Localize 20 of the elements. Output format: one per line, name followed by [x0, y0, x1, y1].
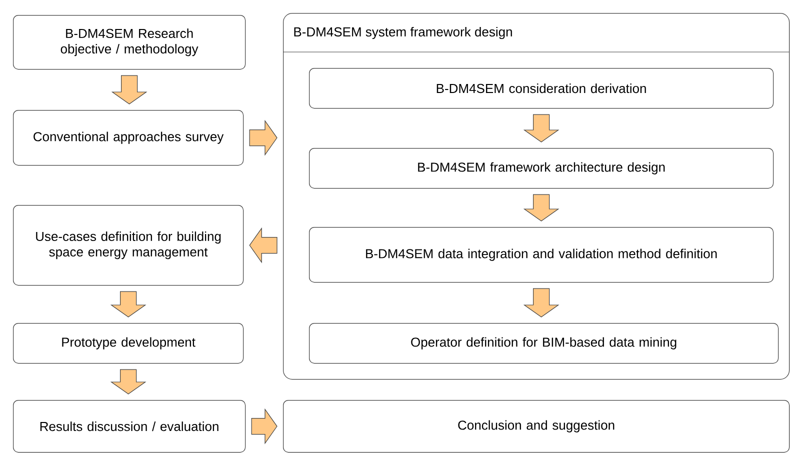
group-title: B-DM4SEM system framework design	[294, 26, 512, 40]
block-arrow	[251, 408, 278, 444]
process-box: B-DM4SEM consideration derivation	[309, 68, 774, 109]
process-box: B-DM4SEM framework architecture design	[309, 148, 774, 189]
process-box: B-DM4SEM Research objective / methodology	[13, 15, 246, 70]
block-arrow	[523, 288, 560, 318]
process-box: Conclusion and suggestion	[283, 400, 790, 453]
process-box: Conventional approaches survey	[13, 110, 244, 166]
process-box: Prototype development	[13, 323, 244, 364]
block-arrow	[110, 291, 146, 318]
block-arrow	[249, 227, 278, 264]
process-box: Use-cases definition for building space energy management	[13, 205, 244, 286]
block-arrow	[111, 75, 148, 104]
block-arrow	[523, 114, 560, 142]
process-box: B-DM4SEM data integration and validation method definition	[309, 227, 774, 283]
process-box: Results discussion / evaluation	[13, 400, 246, 453]
block-arrow	[249, 120, 278, 156]
block-arrow	[523, 194, 560, 222]
process-box: Operator definition for BIM-based data mining	[309, 323, 779, 364]
block-arrow	[110, 369, 146, 394]
